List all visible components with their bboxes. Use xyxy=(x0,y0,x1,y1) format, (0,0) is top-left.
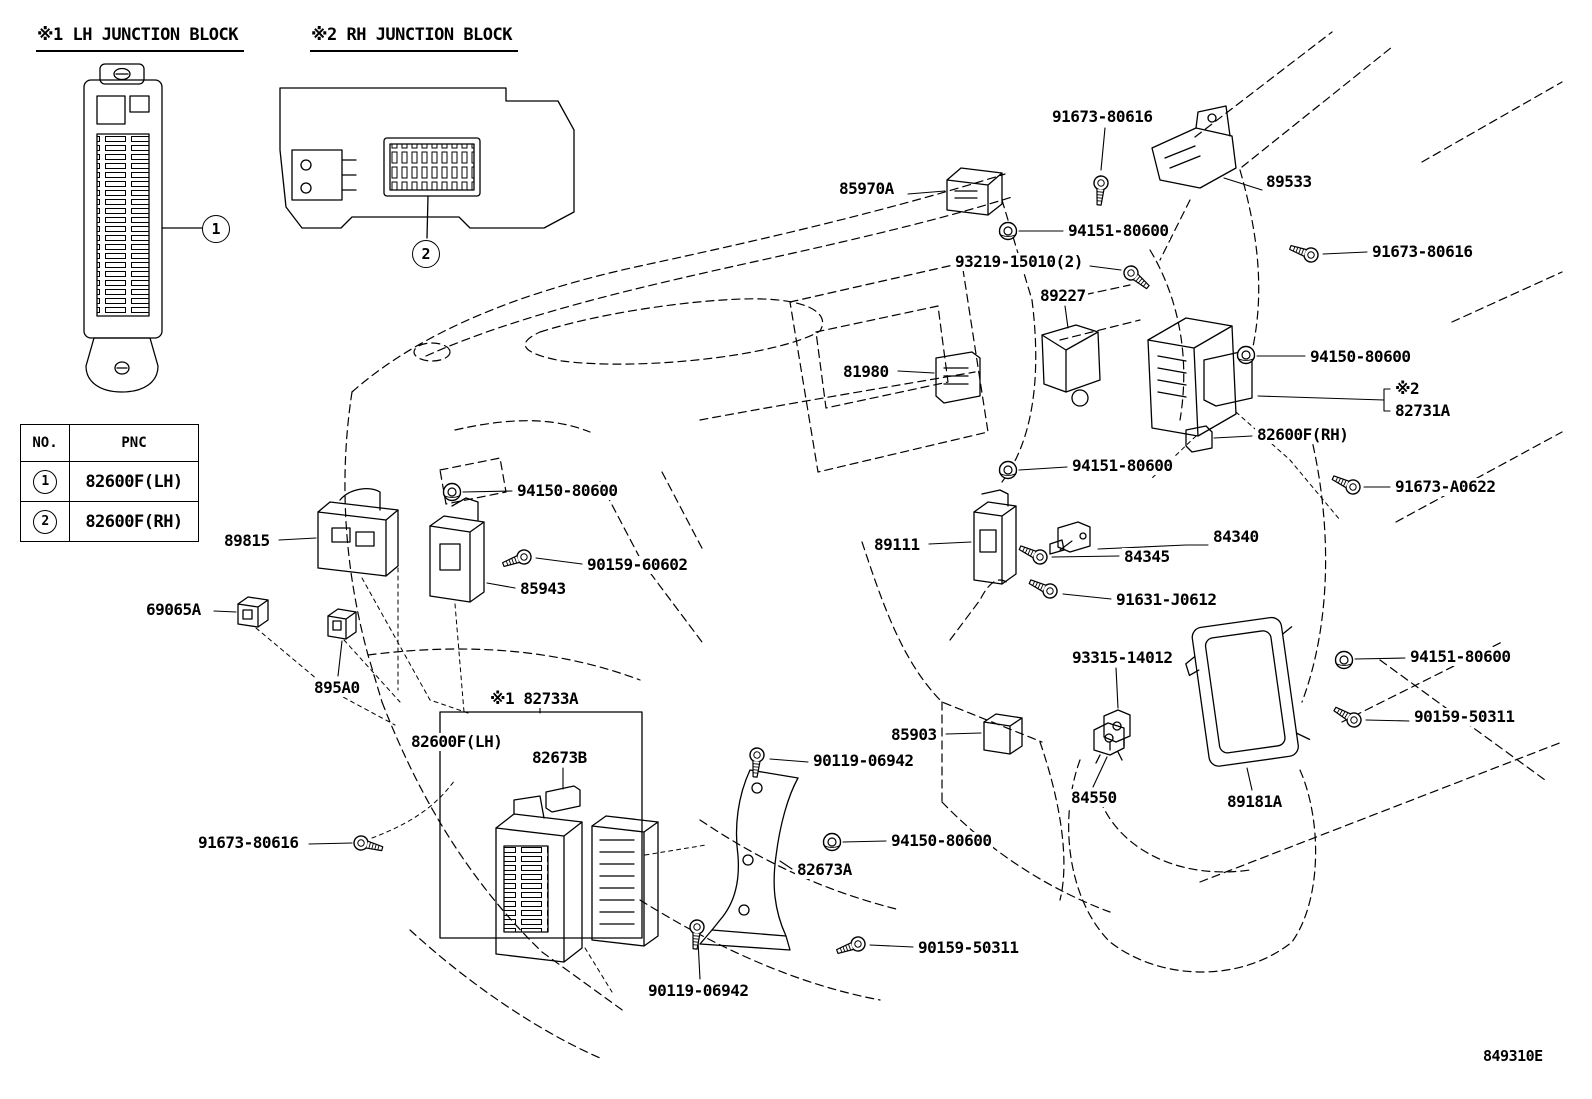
label-94151-80600-mid: 94151-80600 xyxy=(1070,456,1175,475)
row-pnc-2: 82600F(RH) xyxy=(69,501,199,542)
leader-lines xyxy=(213,127,1410,980)
component-81980 xyxy=(935,351,981,404)
label-85970a: 85970A xyxy=(837,179,896,198)
label-85943: 85943 xyxy=(518,579,568,598)
pnc-table: NO. PNC 1 82600F(LH) 2 82600F(RH) xyxy=(20,424,199,542)
component-85903 xyxy=(983,713,1023,755)
label-90159-60602: 90159-60602 xyxy=(585,555,690,574)
group-82733a-box xyxy=(439,711,643,939)
label-91631-j0612: 91631-J0612 xyxy=(1114,590,1219,609)
label-895a0: 895A0 xyxy=(312,678,362,697)
label-69065a: 69065A xyxy=(144,600,203,619)
table-row: 2 82600F(RH) xyxy=(20,501,199,542)
row-pnc-1: 82600F(LH) xyxy=(69,461,199,502)
component-82673a xyxy=(699,769,799,951)
component-84345 xyxy=(1049,521,1091,555)
pnc-table-header-pnc: PNC xyxy=(69,424,199,462)
label-90119-06942-lower: 90119-06942 xyxy=(646,981,751,1000)
component-89815 xyxy=(317,488,399,577)
component-82731a-junction-block xyxy=(1147,317,1253,453)
label-94151-80600-low: 94151-80600 xyxy=(1408,647,1513,666)
label-82600f-lh: 82600F(LH) xyxy=(409,732,505,751)
pnc-table-header-no: NO. xyxy=(20,424,70,462)
label-85903: 85903 xyxy=(889,725,939,744)
row-callout-2: 2 xyxy=(33,509,57,534)
label-93219-15010: 93219-15010(2) xyxy=(953,252,1085,271)
label-82600f-rh: 82600F(RH) xyxy=(1255,425,1351,444)
label-84550: 84550 xyxy=(1069,788,1119,807)
component-85943 xyxy=(429,497,485,603)
component-93315-14012 xyxy=(1103,709,1131,751)
callout-2: 2 xyxy=(412,240,440,268)
label-90159-50311-bottom: 90159-50311 xyxy=(916,938,1021,957)
component-895a0 xyxy=(327,608,357,640)
label-89533: 89533 xyxy=(1264,172,1314,191)
label-91673-80616-top: 91673-80616 xyxy=(1050,107,1155,126)
label-94151-80600-top: 94151-80600 xyxy=(1066,221,1171,240)
label-81980: 81980 xyxy=(841,362,891,381)
lh-junction-block-title: ※1 LH JUNCTION BLOCK xyxy=(36,26,244,52)
label-84340: 84340 xyxy=(1211,527,1261,546)
label-90119-06942-upper: 90119-06942 xyxy=(811,751,916,770)
assembly-dashed-lines xyxy=(255,411,1341,993)
label-94150-80600-bottom: 94150-80600 xyxy=(889,831,994,850)
label-91673-80616-left: 91673-80616 xyxy=(196,833,301,852)
label-91673-80616-right: 91673-80616 xyxy=(1370,242,1475,261)
rh-junction-block-title: ※2 RH JUNCTION BLOCK xyxy=(310,26,518,52)
callout-1: 1 xyxy=(202,215,230,243)
label-91673-a0622: 91673-A0622 xyxy=(1393,477,1498,496)
label-90159-50311-right: 90159-50311 xyxy=(1412,707,1517,726)
lh-junction-block-art xyxy=(83,63,203,393)
component-84550 xyxy=(1093,722,1125,764)
component-85970a xyxy=(946,167,1003,216)
label-94150-80600-right: 94150-80600 xyxy=(1308,347,1413,366)
label-82673a: 82673A xyxy=(795,860,854,879)
component-69065a xyxy=(237,596,269,628)
component-89111 xyxy=(973,489,1017,585)
component-82673b xyxy=(545,785,659,947)
label-89111: 89111 xyxy=(872,535,922,554)
label-ref-mark-2: ※2 xyxy=(1393,379,1422,398)
label-94150-80600-left: 94150-80600 xyxy=(515,481,620,500)
label-89181a: 89181A xyxy=(1225,792,1284,811)
label-89227: 89227 xyxy=(1038,286,1088,305)
diagram-code: 849310E xyxy=(1483,1047,1543,1065)
row-callout-1: 1 xyxy=(33,469,57,494)
label-82673b: 82673B xyxy=(530,748,589,767)
component-89181a xyxy=(1185,616,1311,767)
component-82600f-lh xyxy=(495,795,583,963)
rh-junction-block-art xyxy=(279,87,575,239)
label-84345: 84345 xyxy=(1122,547,1172,566)
component-89533 xyxy=(1151,105,1237,189)
label-82731a: 82731A xyxy=(1393,401,1452,420)
component-89227 xyxy=(1041,324,1101,407)
label-93315-14012: 93315-14012 xyxy=(1070,648,1175,667)
fasteners xyxy=(351,174,1365,959)
table-row: 1 82600F(LH) xyxy=(20,461,199,502)
label-82733a-group: ※1 82733A xyxy=(488,689,581,708)
label-89815: 89815 xyxy=(222,531,272,550)
